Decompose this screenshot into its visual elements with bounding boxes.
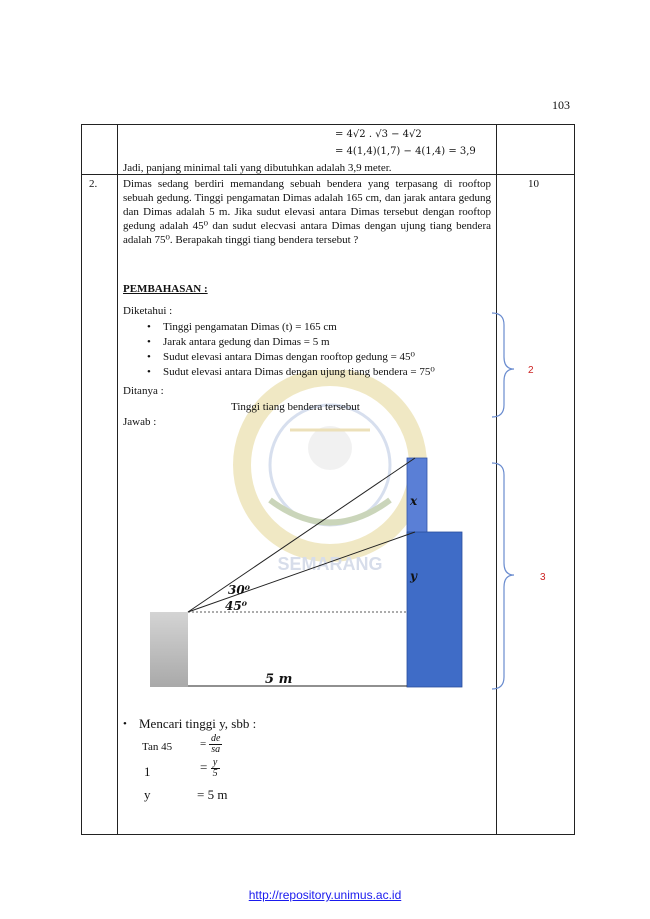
angle-30-label: 30⁰	[228, 583, 251, 597]
step-bullet: Mencari tinggi y, sbb :	[114, 716, 256, 732]
step-line-3-right: = 5 m	[197, 787, 228, 802]
list-item: Sudut elevasi antara Dimas dengan roofto…	[138, 350, 435, 365]
distance-label: 5 m	[265, 672, 292, 687]
prev-equation-2: = 4(1,4)(1,7) − 4(1,4) = 3,9	[335, 146, 476, 157]
watermark-text: SEMARANG	[277, 554, 382, 574]
list-item: Jarak antara gedung dan Dimas = 5 m	[138, 335, 435, 350]
prev-equation-1: = 4√2 . √3 − 4√2	[335, 129, 422, 140]
diketahui-label: Diketahui :	[123, 305, 173, 317]
score-mark-3: 3	[540, 572, 546, 583]
angle-45-label: 45⁰	[225, 599, 248, 613]
ditanya-label: Ditanya :	[123, 385, 164, 397]
elevation-diagram: x y 30⁰ 45⁰ 5 m	[150, 457, 463, 688]
list-item: Tinggi pengamatan Dimas (t) = 165 cm	[138, 320, 435, 335]
line-to-flag-top	[187, 457, 416, 613]
line-to-rooftop	[187, 531, 416, 613]
label-x: x	[409, 494, 418, 508]
step-line-2-left: 1	[144, 764, 151, 779]
ditanya-value: Tinggi tiang bendera tersebut	[231, 401, 360, 413]
step-list: Mencari tinggi y, sbb :	[114, 716, 256, 732]
step-line-3-left: y	[144, 787, 151, 802]
repository-link[interactable]: http://repository.unimus.ac.id	[248, 888, 402, 902]
building-block	[406, 531, 463, 688]
prev-conclusion: Jadi, panjang minimal tali yang dibutuhk…	[123, 162, 392, 174]
page-number: 103	[552, 98, 570, 112]
step-line-1-left: Tan 45	[142, 741, 173, 753]
observer-block	[150, 612, 188, 687]
row-number: 2.	[89, 178, 98, 190]
question-text: Dimas sedang berdiri memandang sebuah be…	[123, 178, 491, 246]
score-brackets	[491, 312, 515, 690]
row-score: 10	[528, 178, 539, 190]
score-mark-2: 2	[528, 365, 534, 376]
jawab-label: Jawab :	[123, 416, 157, 428]
list-item: Sudut elevasi antara Dimas dengan ujung …	[138, 365, 435, 380]
diketahui-list: Tinggi pengamatan Dimas (t) = 165 cm Jar…	[138, 320, 435, 380]
label-y: y	[409, 569, 418, 583]
pembahasan-heading: PEMBAHASAN :	[123, 283, 208, 295]
